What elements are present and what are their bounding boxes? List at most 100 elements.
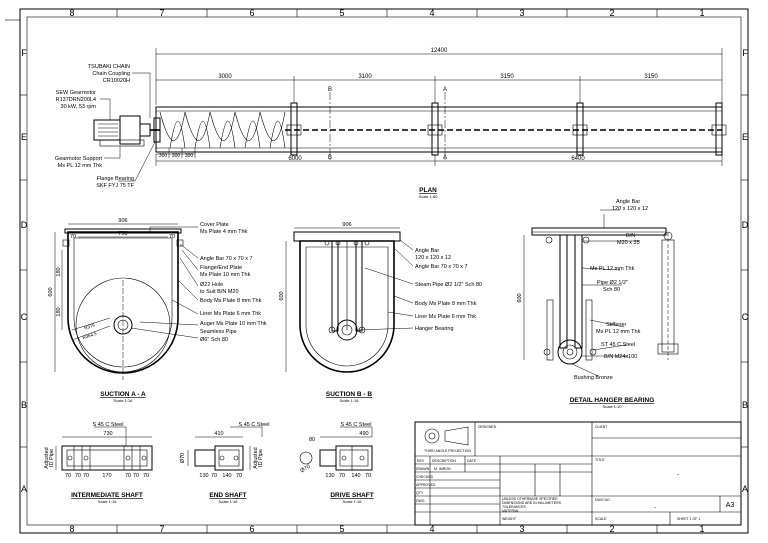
tb-title-label: TITLE: [595, 458, 605, 462]
ishaft-dim: 70: [75, 473, 81, 479]
eshaft-dia: Ø70: [180, 453, 186, 463]
plan-dim-seg-bottom: 6400: [571, 156, 585, 162]
auger-spiral: [159, 111, 286, 149]
section-aa: 906 750 70 70 600 180 180 R375 R364.5 Co…: [48, 218, 267, 403]
callout-flange-bearing: Flange Bearing: [97, 176, 134, 182]
aa-callout: Body Ms Plate 8 mm Thk: [200, 298, 262, 304]
dshaft-dim: 130: [325, 473, 334, 479]
hanger-callout: Ms PL 12 mm Thk: [590, 266, 635, 272]
aa-dim-v1: 180: [56, 267, 62, 276]
row-label-right: A: [742, 484, 748, 494]
aa-callout: Flange/End Plate: [200, 265, 242, 271]
col-label-top: 4: [429, 8, 434, 18]
col-label-bottom: 8: [69, 524, 74, 534]
hanger-callout: 120 x 120 x 12: [612, 206, 648, 212]
dshaft-dim: 70: [365, 473, 371, 479]
bb-scale: Scale 1:16: [340, 398, 360, 403]
section-mark: A: [443, 155, 447, 161]
bb-callout: Steam Pipe Ø2 1/2" Sch 80: [415, 282, 482, 288]
row-label-right: F: [742, 48, 748, 58]
col-label-top: 2: [609, 8, 614, 18]
row-label-left: F: [21, 48, 27, 58]
eshaft-material: S 45 C Steel: [239, 422, 270, 428]
aa-scale: Scale 1:16: [114, 398, 134, 403]
ishaft-side: Adjusted: [44, 447, 50, 468]
dshaft-title: DRIVE SHAFT: [330, 492, 373, 499]
row-label-left: C: [21, 312, 28, 322]
aa-callout: Ms Plate 4 mm Thk: [200, 229, 248, 235]
ishaft-material: S 45 C Steel: [93, 422, 124, 428]
plan-view: 12400 3000 3100 3150 3150 6000 6400 300 …: [55, 48, 727, 199]
bb-dim-height: 600: [279, 291, 285, 300]
eshaft-title: END SHAFT: [209, 492, 246, 499]
callout-flange-bearing: SKF FYJ 75 TF: [96, 183, 134, 189]
callout-gearmotor-support: Ms PL 12 mm Thk: [58, 163, 103, 169]
row-label-right: D: [742, 220, 749, 230]
section-bb: 906 600 Angle Bar 120 x 120 x 12 Angle B…: [279, 222, 482, 403]
drawing-border: [5, 8, 749, 534]
hanger-dim-height: 600: [517, 293, 523, 302]
plan-dim-small: 300: [185, 153, 194, 159]
col-label-bottom: 3: [519, 524, 524, 534]
row-label-left: B: [21, 400, 27, 410]
tb-designed: DESIGNED: [478, 425, 497, 429]
callout-gearmotor: 30 kW, 53 rpm: [61, 104, 97, 110]
dshaft-dim: 140: [351, 473, 360, 479]
section-mark: A: [443, 87, 447, 93]
aa-callout: Ø6" Sch 80: [200, 337, 228, 343]
hanger-title: DETAIL HANGER BEARING: [570, 397, 655, 404]
callout-chain-coupling: Chain Coupling: [92, 71, 130, 77]
col-label-top: 5: [339, 8, 344, 18]
tb-weight-label: WEIGHT: [502, 517, 517, 521]
aa-dim-right: 70: [169, 234, 175, 240]
hanger-callout: Bushing Bronze: [574, 375, 613, 381]
tb-title-value: -: [677, 472, 679, 478]
bb-dim-width: 906: [342, 222, 351, 228]
col-label-top: 1: [699, 8, 704, 18]
plan-scale: Scale 1:60: [419, 194, 439, 199]
tb-role: DRAWN: [416, 467, 430, 471]
tb-designer: M. IMRON: [434, 467, 451, 471]
gearmotor: [93, 115, 151, 147]
aa-dim-r1: R375: [84, 322, 96, 330]
callout-chain-coupling: CR10020H: [103, 78, 130, 84]
row-label-left: A: [21, 484, 27, 494]
hanger-callout: B/N: [626, 233, 635, 239]
aa-dim-v2: 180: [56, 307, 62, 316]
tb-note: TOLERANCES: [502, 505, 526, 509]
col-label-top: 3: [519, 8, 524, 18]
aa-callout: Liner Ms Plate 6 mm Thk: [200, 311, 261, 317]
aa-callout: Seamless Pipe: [200, 329, 237, 335]
hanger-callout: Ms PL 12 mm Thk: [596, 329, 641, 335]
ishaft-dim: 70: [83, 473, 89, 479]
hanger-callout: B/N M24x100: [604, 354, 637, 360]
ishaft-side2: ID Pipe: [49, 449, 55, 467]
eshaft-dim: 130: [199, 473, 208, 479]
section-mark: B: [328, 87, 332, 93]
hanger-callout: Stiffener: [606, 322, 627, 328]
row-label-right: E: [742, 132, 748, 142]
callout-gearmotor-support: Gearmotor Support: [55, 156, 103, 162]
end-shaft: S 45 C Steel 410 Ø70 Adjusted ID Pipe 13…: [180, 422, 269, 504]
eshaft-scale: Scale 1:16: [219, 499, 239, 504]
col-label-bottom: 2: [609, 524, 614, 534]
plan-dim-seg: 3100: [358, 74, 372, 80]
hanger-callout: ST 45 C Steel: [601, 342, 635, 348]
aa-callout: Cover Plate: [200, 222, 229, 228]
aa-callout: Angle Bar 70 x 70 x 7: [200, 256, 253, 262]
hanger-detail: 600 Angle Bar 120 x 120 x 12 B/N M20 x 3…: [517, 199, 679, 409]
aa-dim-inner: 750: [118, 231, 127, 237]
row-label-right: C: [742, 312, 749, 322]
hanger-scale: Scale 1:10: [603, 404, 623, 409]
tb-scale-label: SCALE: [595, 517, 607, 521]
intermediate-shaft: S 45 C Steel 730 Adjusted ID Pipe 70 70 …: [44, 422, 153, 504]
dshaft-dim: 70: [339, 473, 345, 479]
dshaft-length: 490: [359, 431, 368, 437]
bb-callout: Hanger Bearing: [415, 326, 454, 332]
plan-dim-small: 300: [159, 153, 168, 159]
plan-title: PLAN: [419, 187, 437, 194]
tb-dwg-value: -: [654, 505, 656, 511]
row-label-right: B: [742, 400, 748, 410]
col-label-top: 7: [159, 8, 164, 18]
